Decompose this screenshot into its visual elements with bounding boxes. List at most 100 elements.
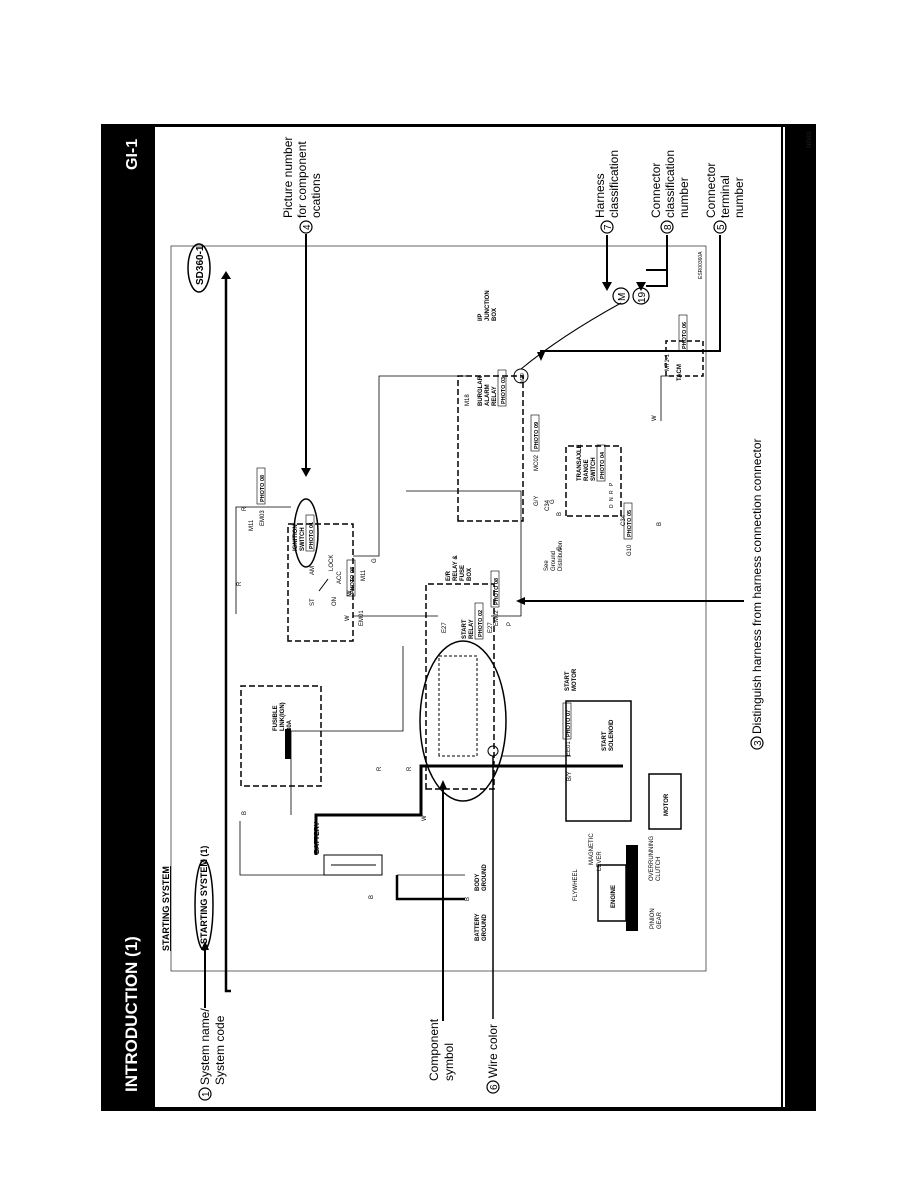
start-motor-box <box>565 700 632 822</box>
wire-gy: G/Y <box>534 496 540 506</box>
conn-em01: EM01 <box>359 610 365 626</box>
doc-id: NGI01 <box>807 130 813 148</box>
callout-7-text-b: classification <box>607 150 621 218</box>
callout-3-badge <box>750 736 764 750</box>
ign-st: ST <box>310 598 316 606</box>
em03-photo-box <box>256 467 266 505</box>
system-code-oval <box>187 243 211 293</box>
diagram-area: ESR00360A STARTING SYSTEM STARTING SYSTE… <box>161 137 764 1101</box>
battery-cable-b <box>239 821 339 876</box>
pinion-a: PINION <box>650 908 656 929</box>
component-symbol-arrowhead <box>439 780 447 789</box>
fusible-link-b: LINK(IGN) <box>280 702 286 731</box>
callout-7-text-a: Harness <box>593 173 607 218</box>
body-ground-a: BODY <box>475 874 481 891</box>
ign-acc: ACC <box>337 571 343 584</box>
er-box-c: FUSE <box>460 565 466 581</box>
photo-07: PHOTO 07 <box>566 710 572 737</box>
diagram-border <box>170 245 707 972</box>
component-symbol-oval <box>419 640 507 802</box>
wire-r-main <box>291 646 404 732</box>
ip-junction-b: JUNCTION <box>485 290 491 321</box>
system-name-code: STARTING SYSTEM (1) <box>199 846 209 944</box>
battery-ground-b: GROUND <box>482 914 488 941</box>
tacm-wire-w <box>660 375 671 421</box>
callout-8-num: 8 <box>663 224 674 230</box>
ign-on: ON <box>332 597 338 606</box>
callout-1-num: 1 <box>201 1091 212 1097</box>
see-ground-b: Ground <box>551 551 557 571</box>
callout-8-text-c: number <box>677 177 691 218</box>
wire-r2: R <box>407 766 413 771</box>
photo-01: PHOTO 01 <box>309 522 315 549</box>
magnetic-label: MAGNETIC <box>589 833 595 865</box>
fusible-link-c: 30A <box>287 719 293 731</box>
er-box-a: E/R <box>446 570 452 581</box>
callout-4-text-b: for component <box>295 141 309 218</box>
callout-5-arrowhead <box>537 352 545 361</box>
wire-b5: B <box>657 522 663 526</box>
m19-label: M19 <box>520 373 526 383</box>
callout-7-arrowhead <box>602 282 612 291</box>
harness-m-badge <box>612 287 630 305</box>
callout-4-badge <box>299 220 313 234</box>
burglar-wire-w <box>378 375 471 391</box>
page-code: GI-1 <box>124 139 141 170</box>
callout-3-arrowhead <box>516 597 525 605</box>
body-ground-b: GROUND <box>482 864 488 891</box>
callout-1-arrowhead <box>201 941 209 950</box>
battery-cable-w <box>314 764 623 855</box>
callout-7-badge <box>600 220 614 234</box>
ign-photo-oval <box>293 498 319 568</box>
wire-g3: G <box>557 546 563 551</box>
photo-03: PHOTO 03 <box>501 377 507 404</box>
harness-19: 19 <box>637 291 648 303</box>
er-box-d: BOX <box>467 568 473 581</box>
photo-08b: PHOTO 08 <box>260 475 266 502</box>
em02-photo-box <box>490 570 500 608</box>
burglar-a: BURGLAR <box>478 375 484 406</box>
callout-4-text-c: ocations <box>309 173 323 218</box>
callout-6-num: 6 <box>489 1084 500 1090</box>
conn-e27b: E27 <box>488 622 494 633</box>
start-motor-a: START <box>565 671 571 691</box>
transaxle-photo-box <box>596 444 606 482</box>
wire-w3: W <box>347 590 353 596</box>
photo-04: PHOTO 04 <box>600 451 606 479</box>
callout-1-text-a: System name/ <box>198 1008 212 1085</box>
tacm-box <box>665 340 704 377</box>
callout-4-arrowhead <box>301 468 311 477</box>
conn-m11a: M11 <box>361 569 367 581</box>
burglar-b: ALARM <box>485 384 491 406</box>
flywheel <box>626 845 638 931</box>
wire-p1: P <box>507 622 513 626</box>
fusible-link-a: FUSIBLE <box>273 705 279 731</box>
range-d: D <box>609 504 615 508</box>
pinion-b: GEAR <box>657 911 663 929</box>
callout-8-path <box>646 235 668 287</box>
motor-label: MOTOR <box>664 793 670 816</box>
engine-label: ENGINE <box>611 885 617 908</box>
callout-1-text-b: System code <box>213 1015 227 1085</box>
wire-g2: G <box>550 499 556 504</box>
tacm-photo-box <box>678 314 688 352</box>
ign-switch-a: IGNITION <box>293 524 299 551</box>
wire-b1: B <box>242 811 248 815</box>
ign-switch-contact <box>318 578 329 592</box>
callout-3-num: 3 <box>753 740 764 746</box>
er-box <box>425 583 495 790</box>
lever-label: LEVER <box>597 851 603 871</box>
ign-photo-08-box <box>346 559 356 597</box>
photo-02: PHOTO 02 <box>478 610 484 637</box>
conn-m71: M71-1 <box>665 353 671 371</box>
motor-box <box>648 773 682 830</box>
system-code-arrowhead <box>221 271 231 279</box>
harness-19-badge <box>632 287 650 305</box>
m19-curve <box>520 302 622 370</box>
ip-junction-a: I/P <box>478 314 484 321</box>
conn-ee01: EE01 <box>566 741 572 756</box>
page-inner <box>155 127 785 1107</box>
callout-5-text-c: number <box>732 177 746 218</box>
range-n: N <box>609 497 615 501</box>
